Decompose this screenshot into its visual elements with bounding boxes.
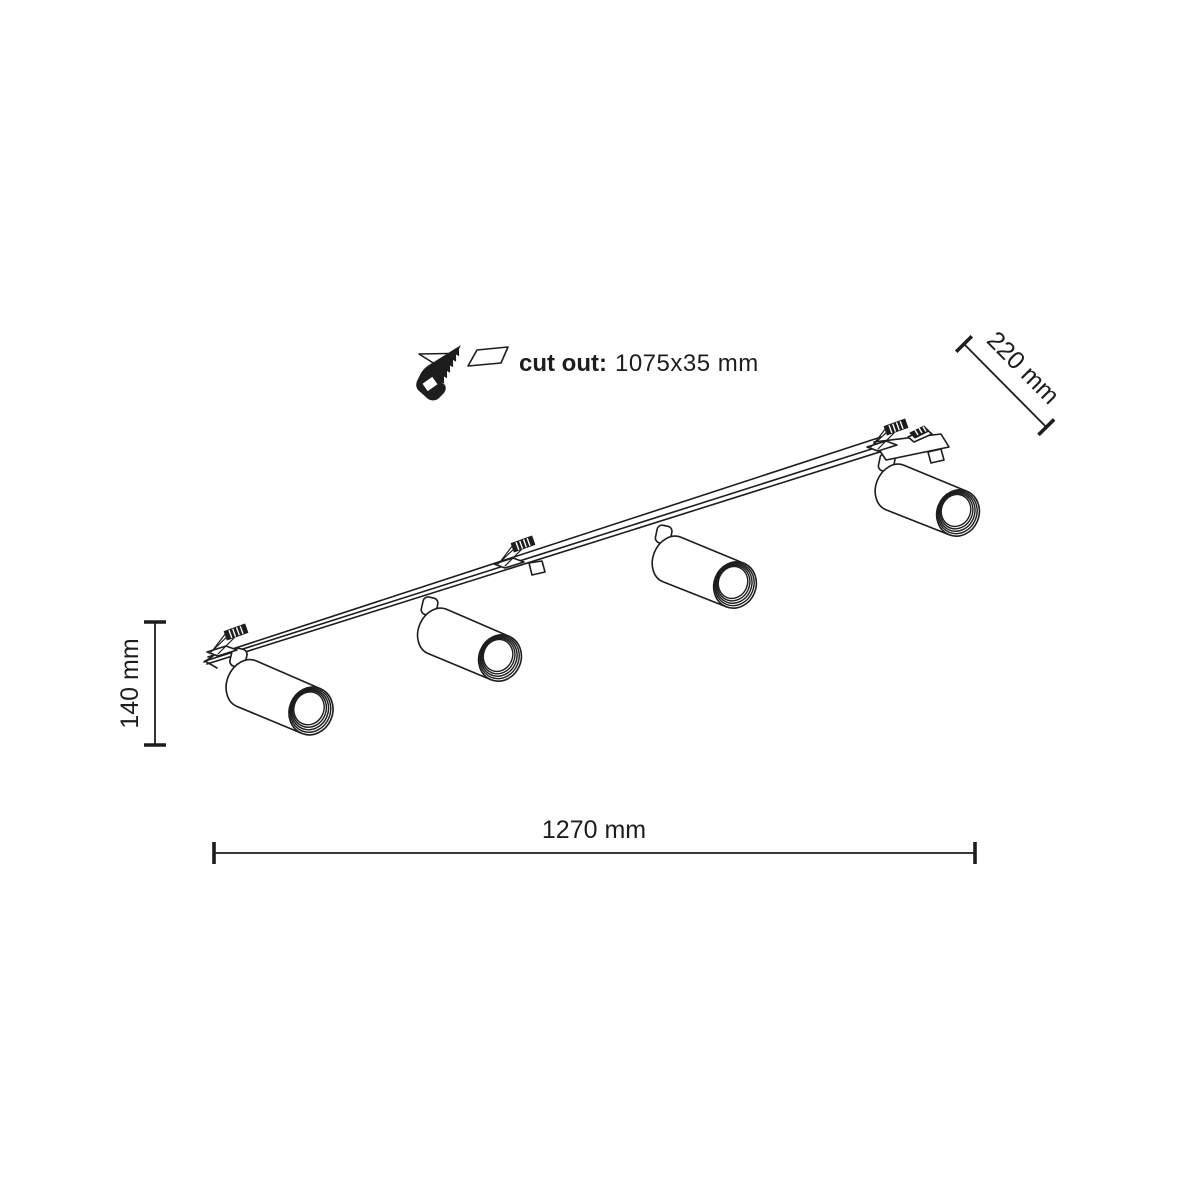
dimension-depth-tick-top — [954, 334, 974, 354]
connector-ribs — [914, 426, 927, 436]
rail-end-plate — [873, 433, 950, 464]
dimension-length-label: 1270 mm — [542, 816, 646, 844]
cutout-note: cut out: 1075x35 mm — [416, 345, 759, 401]
spotlight-3 — [638, 521, 767, 616]
cutout-label: cut out: — [519, 350, 607, 377]
cutout-value: 1075x35 mm — [615, 350, 759, 377]
dimension-height: 140 mm — [116, 620, 166, 747]
saw-panel-right — [467, 346, 509, 367]
rail-top-front-edge — [204, 439, 901, 662]
connector-box — [907, 425, 933, 443]
spotlight-2 — [403, 592, 532, 690]
dimension-depth: 220 mm — [954, 326, 1065, 437]
rail-tab-middle — [528, 560, 546, 576]
spotlight-1 — [211, 643, 344, 744]
dimension-length: 1270 mm — [212, 816, 977, 864]
dimension-height-label: 140 mm — [116, 638, 144, 728]
rail-top-back-edge — [207, 436, 882, 658]
spotlight-4 — [861, 449, 990, 544]
saw-blade-and-handle — [416, 345, 461, 401]
saw-icon — [416, 345, 509, 401]
cutout-text: cut out: 1075x35 mm — [519, 350, 759, 377]
rail — [203, 436, 906, 669]
rail-tab-right — [927, 448, 945, 464]
dimension-depth-line — [963, 343, 1047, 428]
dimension-depth-label: 220 mm — [981, 326, 1064, 410]
rail-front-lip-edge — [206, 443, 906, 665]
rail-left-tip-lower-edge — [204, 660, 218, 669]
dimension-depth-tick-bottom — [1037, 418, 1056, 437]
